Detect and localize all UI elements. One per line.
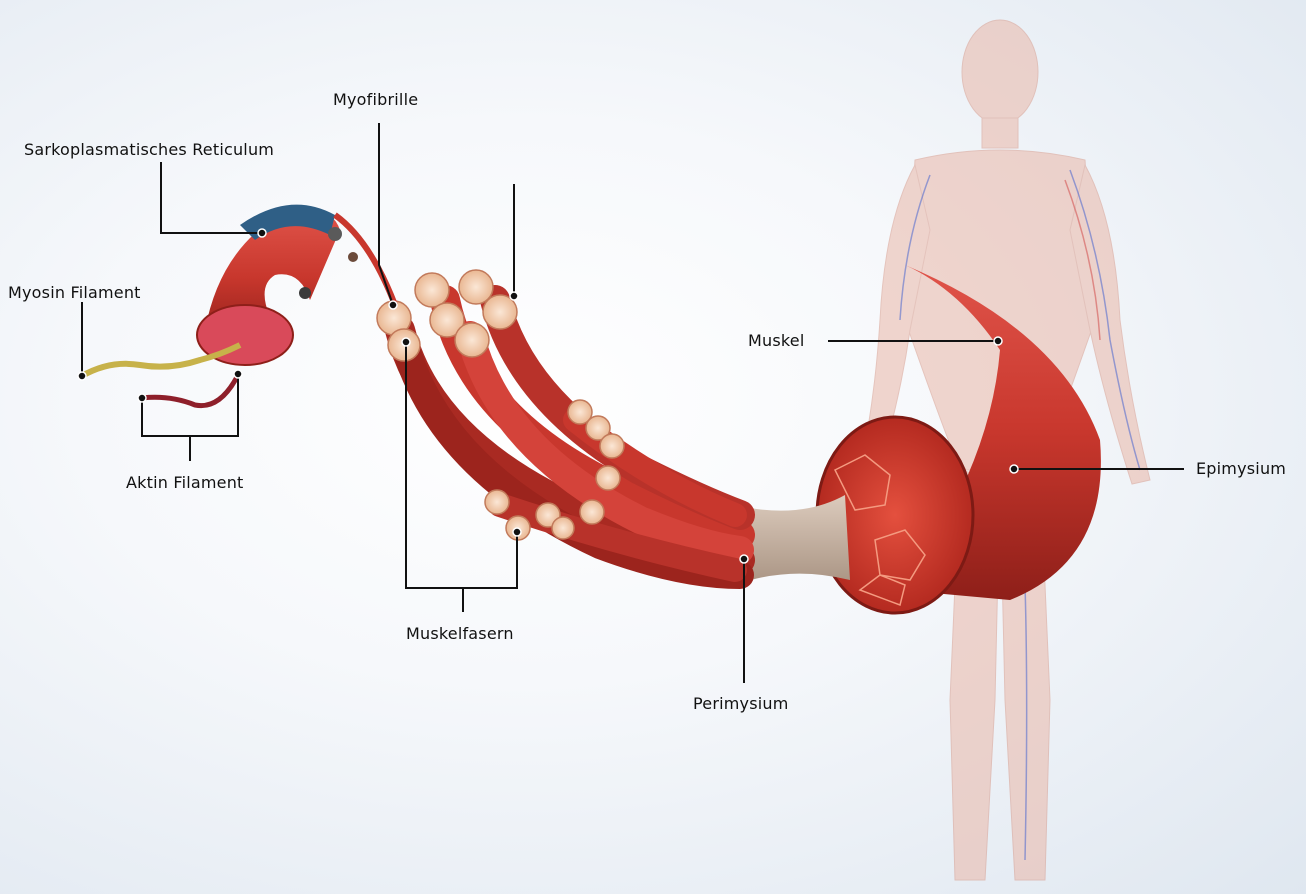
label-aktin-filament: Aktin Filament bbox=[126, 473, 244, 492]
label-myofibrille: Myofibrille bbox=[333, 90, 418, 109]
actin-filament bbox=[142, 375, 238, 406]
label-sarkoplasmatisches-reticulum: Sarkoplasmatisches Reticulum bbox=[24, 140, 274, 159]
label-epimysium: Epimysium bbox=[1196, 459, 1286, 478]
label-myosin-filament: Myosin Filament bbox=[8, 283, 141, 302]
label-muskelfasern: Muskelfasern bbox=[406, 624, 514, 643]
label-muskel: Muskel bbox=[748, 331, 804, 350]
label-perimysium: Perimysium bbox=[693, 694, 789, 713]
myofibril bbox=[197, 205, 395, 365]
